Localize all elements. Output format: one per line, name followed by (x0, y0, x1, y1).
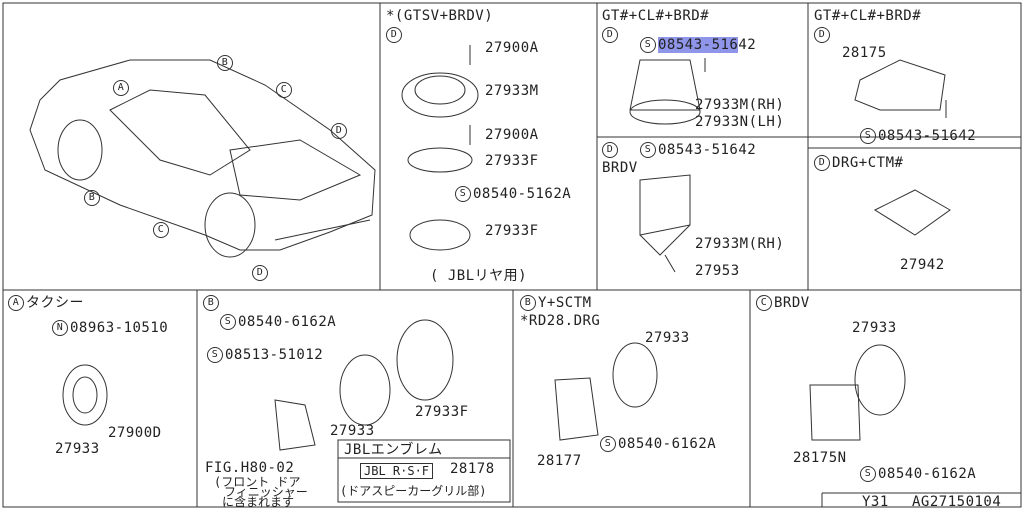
jbl-title: JBLエンブレム (344, 442, 443, 458)
part-label: 27933M (485, 83, 539, 99)
part-label: 27933 (55, 441, 100, 457)
grille-28175 (854, 59, 947, 118)
callout-d: D (331, 123, 349, 139)
highlighted-code: 08543-516 (658, 37, 739, 53)
part-label: 27933F (485, 223, 539, 239)
part-label: 27953 (695, 263, 740, 279)
speaker-taxi (62, 364, 108, 426)
part-label: 28175 (842, 45, 887, 61)
part-label: 28177 (537, 453, 582, 469)
speaker-b2 (554, 342, 658, 441)
callout-d2: D (252, 265, 270, 281)
callout-c: C (276, 82, 294, 98)
part-label: 27933N(LH) (695, 114, 785, 130)
callout-c2: C (153, 222, 171, 238)
fig-ref: FIG.H80-02 (205, 460, 295, 476)
speaker-brdv (639, 174, 691, 273)
gtcl1-badge: D (602, 27, 620, 43)
jbl-badge: JBL R·S·F (360, 463, 434, 479)
brdv-label: BRDV (602, 160, 638, 176)
fig-note: に含まれます (222, 495, 295, 509)
brdv-badge: D (602, 142, 620, 158)
b2-sub: *RD28.DRG (520, 313, 601, 329)
speaker-gt-cl (629, 58, 706, 125)
gtcl1-header: GT#+CL#+BRD# (602, 8, 710, 24)
part-label: 27900A (485, 40, 539, 56)
part-label: 27933 (645, 330, 690, 346)
b1-badge: B (203, 295, 221, 311)
part-label: 27933F (485, 153, 539, 169)
part-label: 27900D (108, 425, 162, 441)
part-label: 28178 (450, 461, 495, 477)
part-label: 27933 (330, 423, 375, 439)
part-label: 27933M(RH) (695, 97, 785, 113)
footer-code: Y31 (862, 494, 889, 510)
speaker-b1 (274, 319, 511, 503)
callout-b: B (217, 55, 235, 71)
gtsv-badge: D (386, 27, 404, 43)
part-label: 27900A (485, 127, 539, 143)
part-label: 28175N (793, 450, 847, 466)
jbl-note: (ドアスピーカーグリル部) (340, 484, 487, 498)
part-label: 27942 (900, 257, 945, 273)
fig-note: フィニッシャー (224, 485, 308, 499)
gtsv-footer: ( JBLリヤ用) (430, 268, 528, 284)
part-label: 27933M(RH) (695, 236, 785, 252)
part-label: 27933 (852, 320, 897, 336)
callout-a: A (113, 80, 131, 96)
car-illustration (29, 59, 376, 258)
gtsv-header: *(GTSV+BRDV) (386, 8, 494, 24)
speaker-c (809, 344, 906, 441)
callout-b2: B (84, 190, 102, 206)
footer-id: AG27150104 (912, 494, 1002, 510)
part-label: 27933F (415, 404, 469, 420)
speaker-gtsv (401, 45, 479, 251)
gasket-27942 (873, 189, 951, 236)
gtcl2-badge: D (814, 27, 832, 43)
gtcl2-header: GT#+CL#+BRD# (814, 8, 922, 24)
fig-note: (フロント ドア (214, 475, 301, 489)
